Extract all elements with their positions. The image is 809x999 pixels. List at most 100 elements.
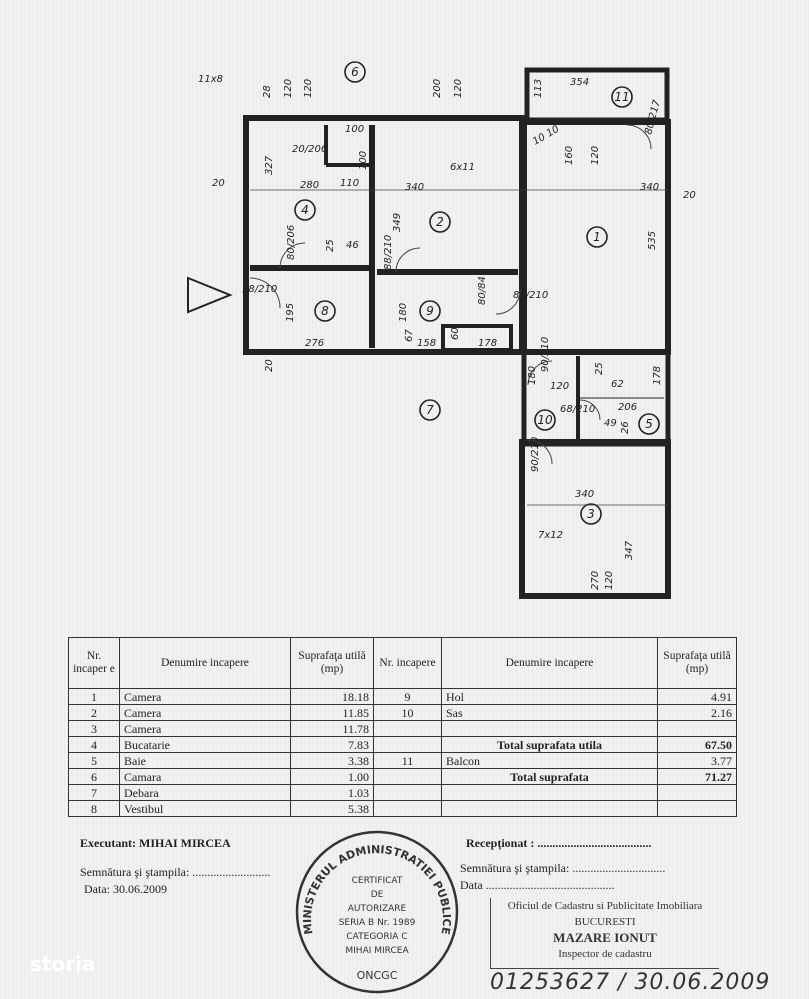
table-cell: 18.18: [290, 688, 374, 705]
col-header: Denumire incapere: [119, 637, 291, 689]
room-number: 6: [351, 65, 359, 79]
executant-label: Executant: MIHAI MIRCEA: [80, 836, 231, 850]
table-cell: 1.00: [290, 768, 374, 785]
dimension-label: 20: [264, 359, 275, 372]
table-cell: [441, 784, 658, 801]
dimension-label: 25: [594, 362, 605, 375]
table-cell: Camera: [119, 720, 291, 737]
dimension-label: 340: [575, 489, 594, 500]
table-cell: 67.50: [657, 736, 737, 753]
dimension-label: 158: [417, 338, 436, 349]
col-header: Suprafaţa utilă (mp): [290, 637, 374, 689]
dimension-label: 90/210: [530, 437, 541, 472]
table-cell: 9: [373, 688, 442, 705]
table-cell: 1.03: [290, 784, 374, 801]
table-cell: Hol: [441, 688, 658, 705]
table-cell: [373, 768, 442, 785]
table-cell: [657, 784, 737, 801]
table-cell: Sas: [441, 704, 658, 721]
stamp-line: CATEGORIA C: [346, 932, 407, 942]
table-cell: 2.16: [657, 704, 737, 721]
dimension-label: 178: [652, 366, 663, 385]
receptionat-label: Recepţionat : ..........................…: [466, 836, 652, 850]
entrance-arrow-icon: [187, 276, 233, 314]
watermark-logo: storia: [30, 952, 96, 976]
table-cell: [373, 720, 442, 737]
dimension-label: 327: [264, 155, 275, 175]
dimension-label: 354: [570, 77, 589, 88]
table-cell: Balcon: [441, 752, 658, 769]
dimension-label: 347: [624, 540, 635, 560]
room-number-circle: [638, 413, 660, 435]
dimension-label: 67: [404, 329, 415, 342]
dimension-label: 49: [604, 418, 617, 429]
signature-left: Semnătura şi ştampila: .................…: [80, 865, 271, 879]
stamp-line: MIHAI MIRCEA: [345, 946, 409, 956]
dimension-label: 28: [262, 85, 273, 98]
table-cell: 3: [68, 720, 120, 737]
dimension-label: 88/210: [513, 290, 548, 301]
stamp-line: SERIA B Nr. 1989: [339, 918, 416, 928]
table-cell: 10: [373, 704, 442, 721]
dimension-label: 88/210: [383, 235, 394, 270]
dimension-label: 340: [405, 182, 424, 193]
dimension-label: 68/210: [560, 404, 595, 415]
room-number: 7: [426, 403, 434, 417]
dimension-label: 120: [303, 79, 314, 98]
room-number: 10: [537, 413, 553, 427]
dimension-label: 276: [305, 338, 324, 349]
dimension-label: 10 10: [531, 124, 561, 148]
table-cell: [441, 720, 658, 737]
dimension-label: 206: [618, 402, 637, 413]
room-number: 1: [593, 230, 601, 244]
room-number-circle: [611, 86, 633, 108]
stamp-line: AUTORIZARE: [348, 904, 407, 914]
table-cell: 7: [68, 784, 120, 801]
col-header: Denumire incapere: [441, 637, 658, 689]
door-arcs: [249, 124, 668, 506]
dimension-label: 60: [450, 327, 461, 340]
room-number: 2: [436, 215, 444, 229]
room-number-circle: [419, 300, 441, 322]
table-cell: Baie: [119, 752, 291, 769]
table-cell: Debara: [119, 784, 291, 801]
table-cell: 1: [68, 688, 120, 705]
room-number: 8: [321, 304, 329, 318]
col-header: Nr. incapere: [373, 637, 442, 689]
dimension-label: 100: [345, 124, 364, 135]
dimension-label: 160: [564, 146, 575, 165]
dimension-label: 80/217: [643, 98, 663, 135]
table-cell: [441, 800, 658, 817]
rooms-table: Nr. incaper e Denumire incapere Suprafaţ…: [68, 637, 737, 817]
table-cell: 4: [68, 736, 120, 753]
table-cell: Bucatarie: [119, 736, 291, 753]
dimension-label: 270: [590, 571, 601, 590]
dimension-label: 6x11: [450, 162, 475, 173]
table-cell: Camera: [119, 704, 291, 721]
inspector-stamp: Oficiul de Cadastru si Publicitate Imobi…: [490, 898, 719, 969]
table-cell: 3.38: [290, 752, 374, 769]
table-cell: 7.83: [290, 736, 374, 753]
dimension-label: 20: [683, 190, 696, 201]
dimension-label: 80/206: [286, 225, 297, 260]
room-number-circle: [429, 211, 451, 233]
table-cell: 11: [373, 752, 442, 769]
date-right: Data ...................................…: [460, 878, 615, 892]
room-number: 9: [426, 304, 434, 318]
dimension-label: 113: [533, 79, 544, 98]
table-cell: [373, 736, 442, 753]
dimension-label: 25: [325, 239, 336, 252]
room-number-circle: [419, 399, 441, 421]
room-number-circle: [294, 199, 316, 221]
dimension-label: 20/206: [292, 144, 327, 155]
dimension-label: 120: [604, 571, 615, 590]
table-cell: [657, 800, 737, 817]
room-number: 5: [645, 417, 653, 431]
dimension-label: 180: [527, 366, 538, 385]
